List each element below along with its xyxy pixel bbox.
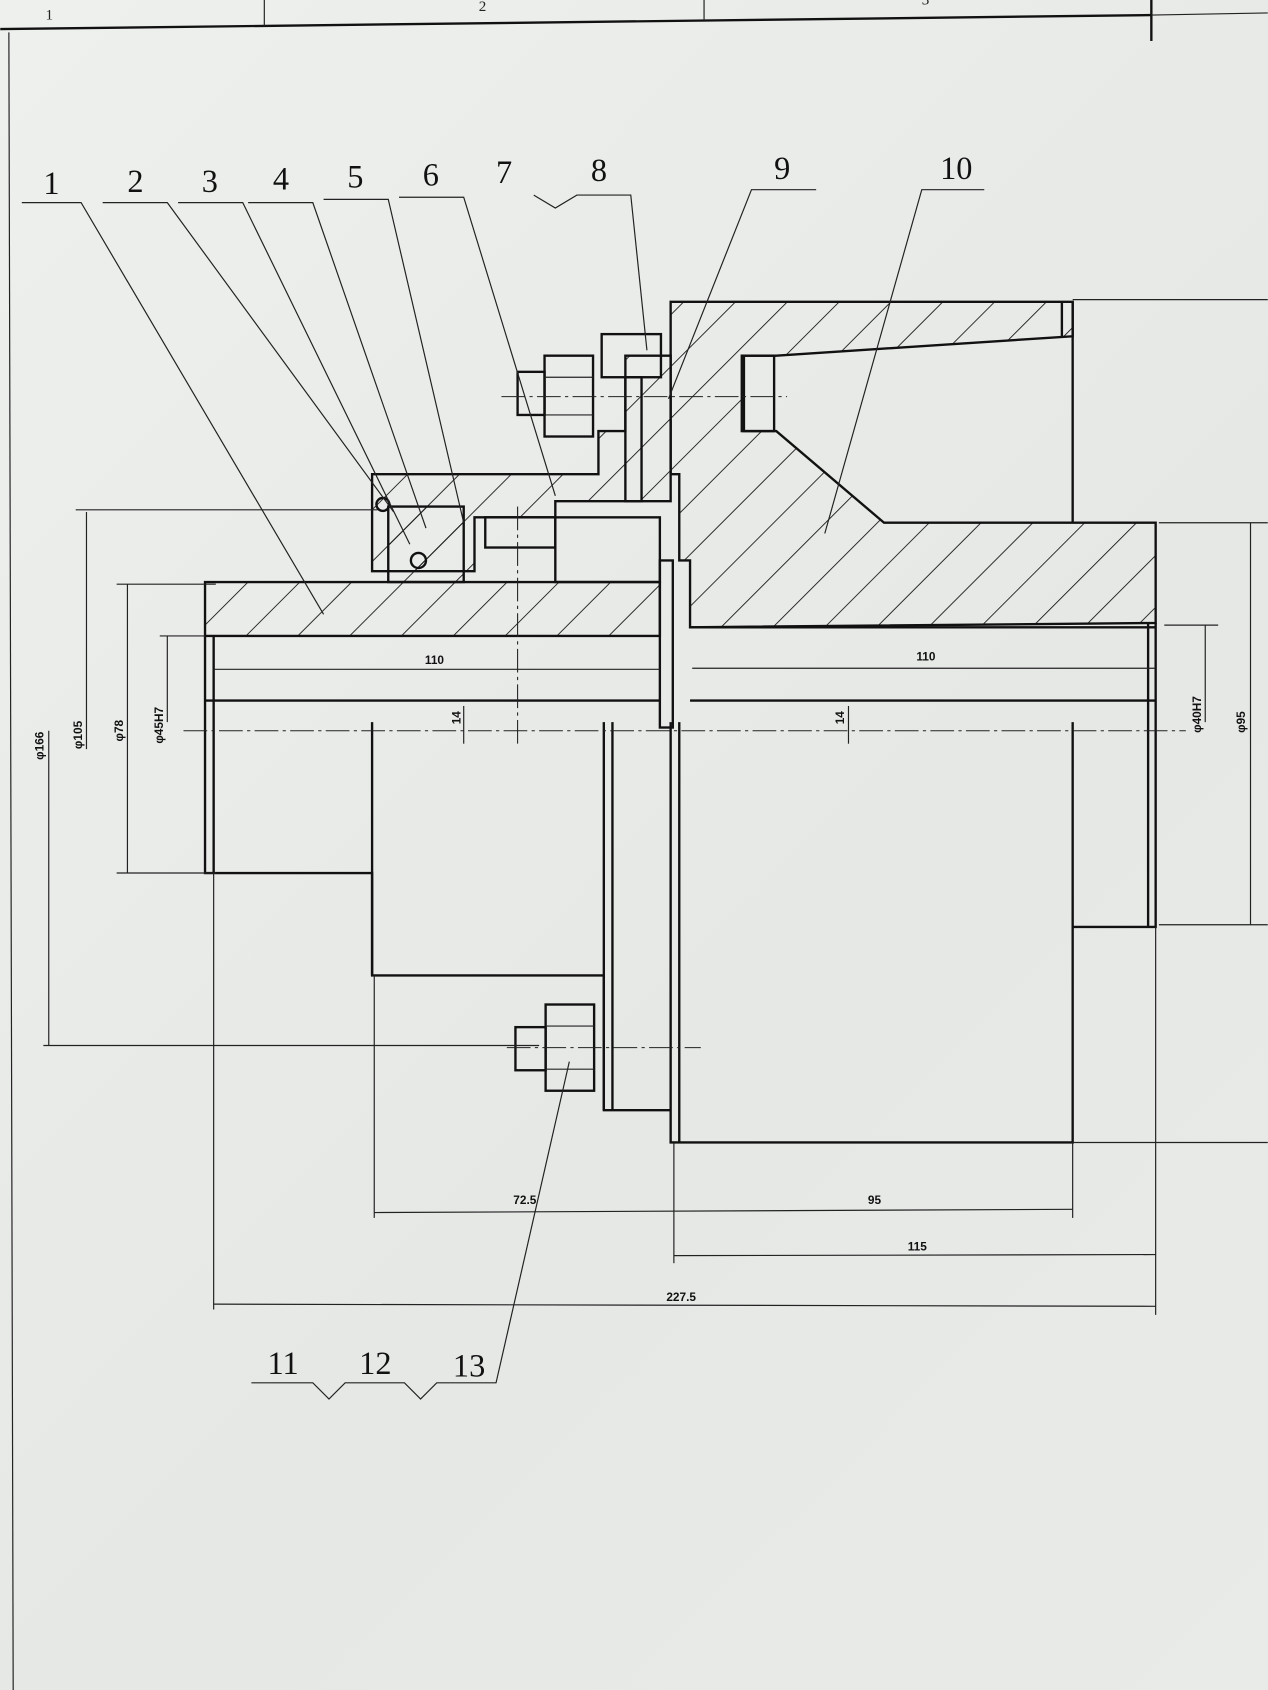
part-label-2: 2 xyxy=(127,163,143,199)
part-label-9: 9 xyxy=(774,150,790,186)
part-label-3: 3 xyxy=(202,163,218,199)
title-cell-1: 1 xyxy=(46,7,54,23)
leader-lines xyxy=(21,189,985,1400)
dim-length-110-right: 110 xyxy=(916,650,936,664)
title-cell-3: 3 xyxy=(922,0,930,8)
title-cell-2: 2 xyxy=(479,0,487,15)
part-label-5: 5 xyxy=(347,159,363,195)
part-label-13: 13 xyxy=(453,1347,485,1383)
dim-length-227-5: 227.5 xyxy=(666,1290,696,1304)
dim-keyway-14-left: 14 xyxy=(449,711,463,725)
dim-dia-40h7: φ40H7 xyxy=(1190,696,1204,733)
dim-dia-78: φ78 xyxy=(112,719,126,741)
part-label-11: 11 xyxy=(268,1345,299,1381)
outer-sleeve xyxy=(370,354,672,584)
part-label-1: 1 xyxy=(43,165,59,201)
part-label-8: 8 xyxy=(591,152,607,188)
dim-keyway-14-right: 14 xyxy=(833,711,847,725)
part-label-6: 6 xyxy=(423,156,439,192)
dim-length-72-5: 72.5 xyxy=(513,1193,536,1207)
part-label-4: 4 xyxy=(273,161,289,197)
dim-length-110-left: 110 xyxy=(425,653,445,667)
dim-dia-95: φ95 xyxy=(1234,711,1248,733)
part-label-12: 12 xyxy=(359,1345,391,1381)
dim-dia-166: φ166 xyxy=(32,731,46,760)
part-label-10: 10 xyxy=(940,150,972,186)
right-hub xyxy=(669,300,1157,1144)
part-label-7: 7 xyxy=(496,154,512,190)
left-sleeve xyxy=(203,559,674,1112)
dim-length-95: 95 xyxy=(868,1193,882,1207)
dim-length-115: 115 xyxy=(908,1239,928,1253)
dim-dia-105: φ105 xyxy=(71,720,85,749)
dimension-lines xyxy=(43,299,1268,1315)
dim-dia-45h7: φ45H7 xyxy=(152,706,166,743)
